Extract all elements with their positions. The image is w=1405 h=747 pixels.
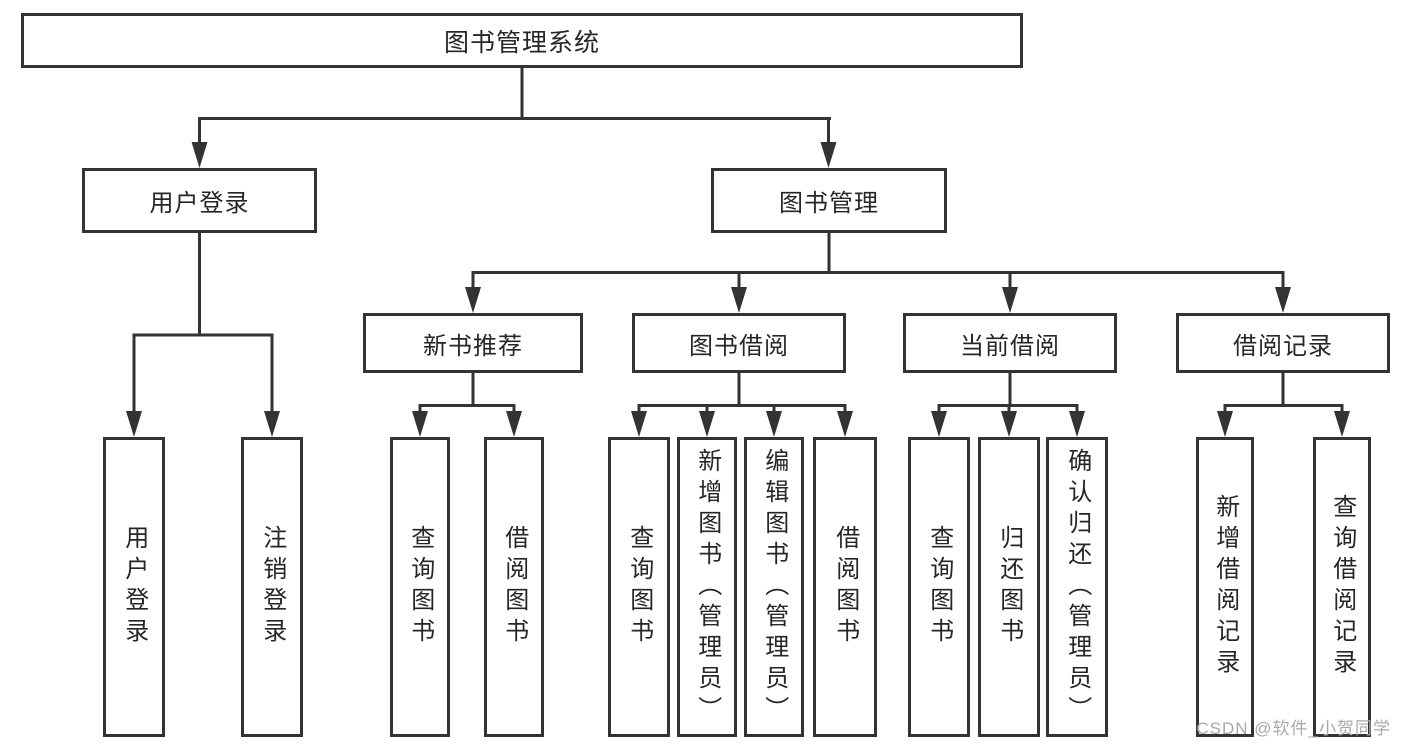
leaf-borrow-query: 查询图书 bbox=[608, 437, 670, 737]
node-user-login: 用户登录 bbox=[82, 168, 317, 233]
node-label: 查询图书 bbox=[406, 525, 434, 649]
leaf-records-query: 查询借阅记录 bbox=[1313, 437, 1371, 737]
edge-root-to-level2 bbox=[191, 68, 837, 168]
node-label: 用户登录 bbox=[120, 525, 148, 649]
edge-user-login-to-leaves bbox=[126, 233, 280, 437]
node-label: 图书管理 bbox=[779, 190, 879, 217]
leaf-current-confirm-admin: 确认归还（管理员） bbox=[1046, 437, 1108, 737]
node-label: 新书推荐 bbox=[423, 332, 523, 360]
node-label: 借阅图书 bbox=[831, 525, 859, 649]
node-label: 新增借阅记录 bbox=[1211, 494, 1239, 680]
node-label: 图书管理系统 bbox=[443, 28, 600, 57]
node-label: 新增图书（管理员） bbox=[693, 447, 721, 727]
leaf-newbook-query: 查询图书 bbox=[390, 437, 450, 737]
leaf-borrow-edit-admin: 编辑图书（管理员） bbox=[744, 437, 804, 737]
node-label: 编辑图书（管理员） bbox=[760, 447, 788, 727]
node-label: 当前借阅 bbox=[960, 332, 1060, 360]
leaf-logout: 注销登录 bbox=[241, 437, 303, 737]
node-label: 借阅记录 bbox=[1233, 332, 1333, 360]
node-new-book-recommend: 新书推荐 bbox=[363, 313, 583, 373]
node-label: 注销登录 bbox=[258, 525, 286, 649]
edge-new-book-recommend-to-leaves bbox=[412, 373, 522, 437]
leaf-current-return: 归还图书 bbox=[978, 437, 1040, 737]
node-label: 查询图书 bbox=[925, 525, 953, 649]
leaf-borrow-borrow: 借阅图书 bbox=[813, 437, 877, 737]
leaf-user-login: 用户登录 bbox=[103, 437, 165, 737]
node-label: 确认归还（管理员） bbox=[1063, 447, 1091, 727]
leaf-newbook-borrow: 借阅图书 bbox=[484, 437, 544, 737]
node-borrow-records: 借阅记录 bbox=[1176, 313, 1390, 373]
edge-book-borrow-to-leaves bbox=[631, 373, 853, 437]
edge-book-management-to-level3 bbox=[465, 233, 1291, 313]
node-book-borrow: 图书借阅 bbox=[632, 313, 846, 373]
watermark: CSDN @软件_小贺同学 bbox=[1196, 719, 1391, 738]
node-label: 查询借阅记录 bbox=[1328, 494, 1356, 680]
node-book-management: 图书管理 bbox=[711, 168, 947, 233]
edge-current-borrow-to-leaves bbox=[931, 373, 1085, 437]
node-label: 图书借阅 bbox=[689, 332, 789, 360]
leaf-records-add: 新增借阅记录 bbox=[1196, 437, 1254, 737]
node-label: 查询图书 bbox=[625, 525, 653, 649]
node-root: 图书管理系统 bbox=[21, 13, 1023, 68]
edge-borrow-records-to-leaves bbox=[1217, 373, 1350, 437]
node-label: 借阅图书 bbox=[500, 525, 528, 649]
node-label: 用户登录 bbox=[149, 190, 250, 217]
leaf-borrow-add-admin: 新增图书（管理员） bbox=[677, 437, 737, 737]
node-label: 归还图书 bbox=[995, 525, 1023, 649]
leaf-current-query: 查询图书 bbox=[908, 437, 970, 737]
node-current-borrow: 当前借阅 bbox=[903, 313, 1117, 373]
